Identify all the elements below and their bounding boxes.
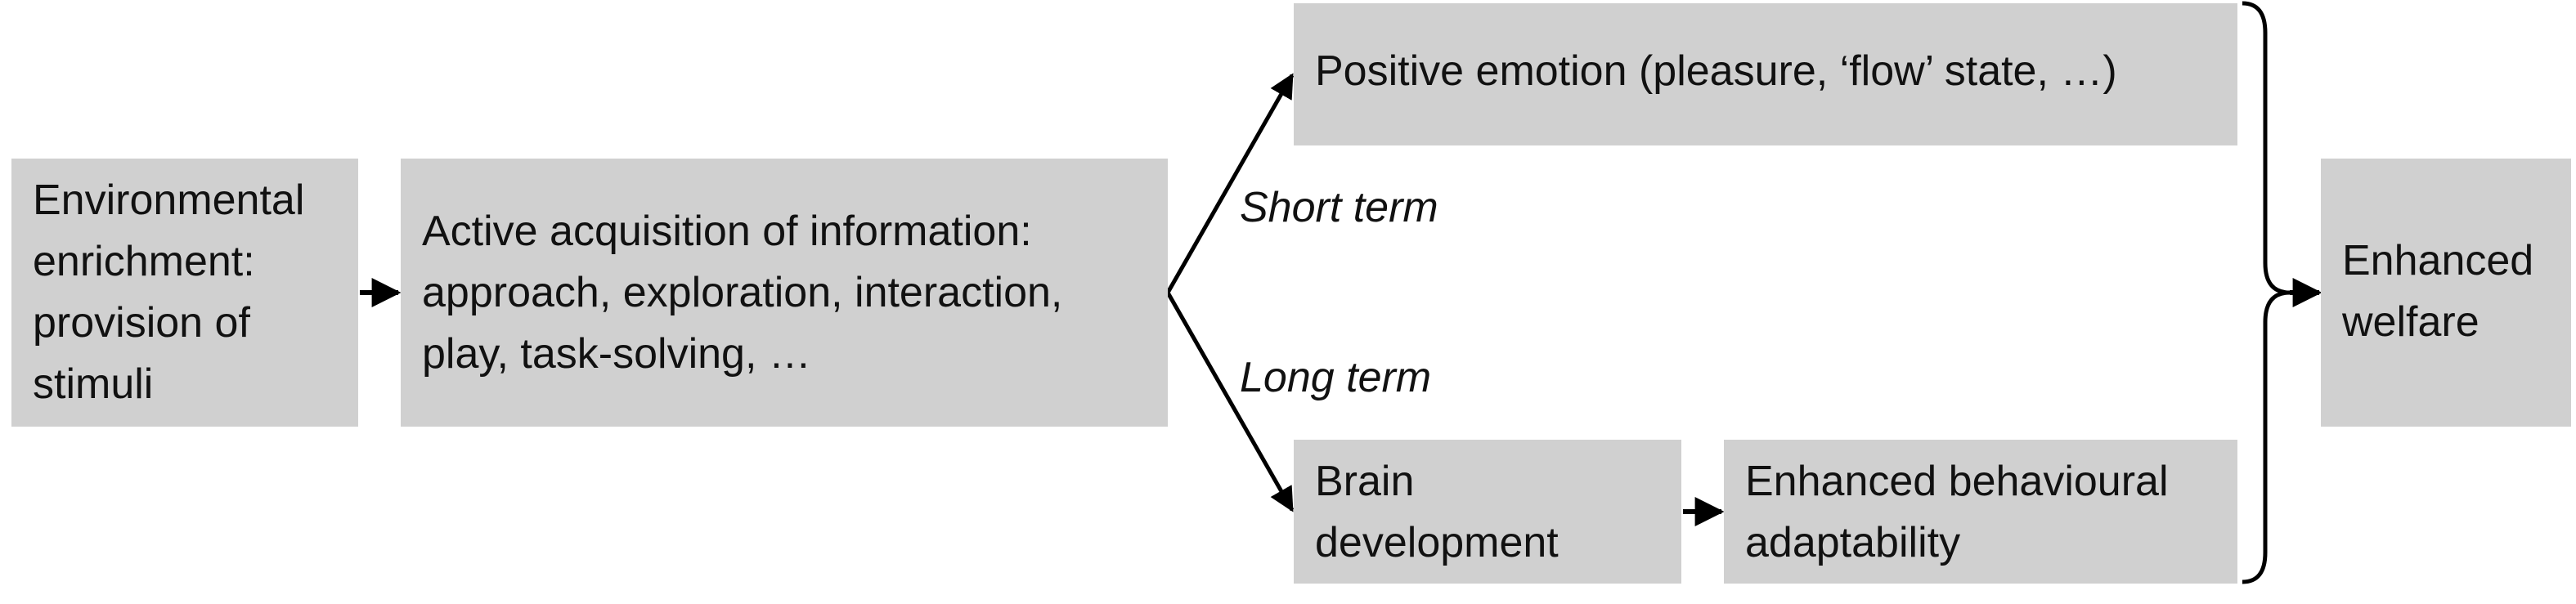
welfare-line-1: Enhanced <box>2342 237 2534 284</box>
label-long-term: Long term <box>1240 354 1432 401</box>
brain-line-2: development <box>1315 519 1559 566</box>
enrichment-line-4: stimuli <box>33 360 154 408</box>
brain-line-1: Brain <box>1315 458 1415 505</box>
enrichment-line-1: Environmental <box>33 177 305 224</box>
box-active-acquisition: Active acquisition of information: appro… <box>401 159 1168 427</box>
positive-emotion-line-1: Positive emotion (pleasure, ‘flow’ state… <box>1315 47 2117 95</box>
acquisition-line-2: approach, exploration, interaction, <box>422 269 1063 316</box>
acquisition-line-1: Active acquisition of information: <box>422 208 1032 255</box>
box-brain-development: Brain development <box>1294 440 1681 584</box>
adaptability-line-1: Enhanced behavioural <box>1745 458 2169 505</box>
adaptability-line-2: adaptability <box>1745 519 1961 566</box>
welfare-line-2: welfare <box>2342 298 2480 346</box>
label-short-term: Short term <box>1240 184 1438 231</box>
box-enhanced-adaptability: Enhanced behavioural adaptability <box>1724 440 2237 584</box>
enrichment-line-3: provision of <box>33 299 250 347</box>
box-environmental-enrichment: Environmental enrichment: provision of s… <box>11 159 358 427</box>
arrow-to-brain-development <box>1165 291 1295 512</box>
right-curly-brace <box>2242 1 2291 584</box>
arrow-to-positive-emotion <box>1165 73 1295 294</box>
box-positive-emotion: Positive emotion (pleasure, ‘flow’ state… <box>1294 3 2237 145</box>
box-enhanced-welfare: Enhanced welfare <box>2321 159 2571 427</box>
enrichment-line-2: enrichment: <box>33 238 255 285</box>
acquisition-line-3: play, task-solving, … <box>422 330 811 378</box>
